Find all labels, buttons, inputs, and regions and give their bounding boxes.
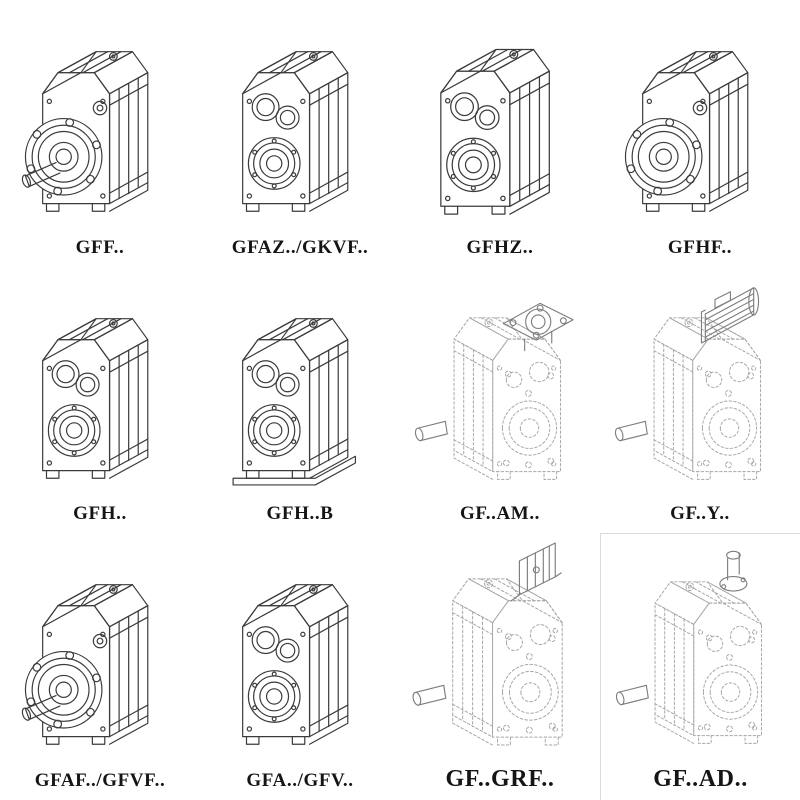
catalog-cell-gfaz-gkvf: GFAZ../GKVF.. bbox=[200, 0, 400, 267]
gearbox-drawing-gfh-b bbox=[202, 271, 398, 503]
catalog-cell-gfaf-gfvf: GFAF../GFVF.. bbox=[0, 533, 200, 800]
model-label-gfhf: GFHF.. bbox=[667, 236, 733, 258]
model-label-gfh-b: GFH..B bbox=[266, 503, 334, 525]
gearbox-drawing-gf-am bbox=[402, 271, 598, 503]
gearbox-drawing-gfh bbox=[2, 271, 198, 503]
catalog-cell-gfhf: GFHF.. bbox=[600, 0, 800, 267]
model-label-gff: GFF.. bbox=[75, 236, 125, 258]
catalog-cell-gfhz: GFHZ.. bbox=[400, 0, 600, 267]
model-label-gfaf-gfvf: GFAF../GFVF.. bbox=[34, 770, 166, 792]
gearbox-drawing-gfaf-gfvf bbox=[2, 537, 198, 769]
gearbox-drawing-gf-grf bbox=[402, 537, 598, 763]
gearbox-drawing-gf-ad bbox=[603, 538, 798, 763]
model-label-gfh: GFH.. bbox=[73, 503, 127, 525]
model-label-gf-y: GF..Y.. bbox=[670, 503, 730, 525]
catalog-cell-gf-ad: GF..AD.. bbox=[600, 533, 800, 800]
gearbox-drawing-gfhz bbox=[402, 4, 598, 236]
gearbox-drawing-gff bbox=[2, 4, 198, 236]
model-label-gf-ad: GF..AD.. bbox=[653, 765, 748, 792]
gearbox-drawing-gfhf bbox=[602, 4, 798, 236]
model-label-gfaz-gkvf: GFAZ../GKVF.. bbox=[231, 236, 369, 258]
model-label-gf-grf: GF..GRF.. bbox=[445, 765, 555, 792]
model-label-gfa-gfv: GFA../GFV.. bbox=[246, 770, 354, 792]
catalog-cell-gff: GFF.. bbox=[0, 0, 200, 267]
catalog-cell-gfa-gfv: GFA../GFV.. bbox=[200, 533, 400, 800]
gearbox-drawing-gfa-gfv bbox=[202, 537, 398, 769]
catalog-cell-gf-y: GF..Y.. bbox=[600, 267, 800, 534]
catalog-cell-gf-am: GF..AM.. bbox=[400, 267, 600, 534]
model-label-gf-am: GF..AM.. bbox=[459, 503, 541, 525]
catalog-cell-gfh-b: GFH..B bbox=[200, 267, 400, 534]
model-label-gfhz: GFHZ.. bbox=[466, 236, 534, 258]
catalog-cell-gfh: GFH.. bbox=[0, 267, 200, 534]
gearbox-drawing-gf-y bbox=[602, 271, 798, 503]
catalog-cell-gf-grf: GF..GRF.. bbox=[400, 533, 600, 800]
gearbox-drawing-gfaz-gkvf bbox=[202, 4, 398, 236]
